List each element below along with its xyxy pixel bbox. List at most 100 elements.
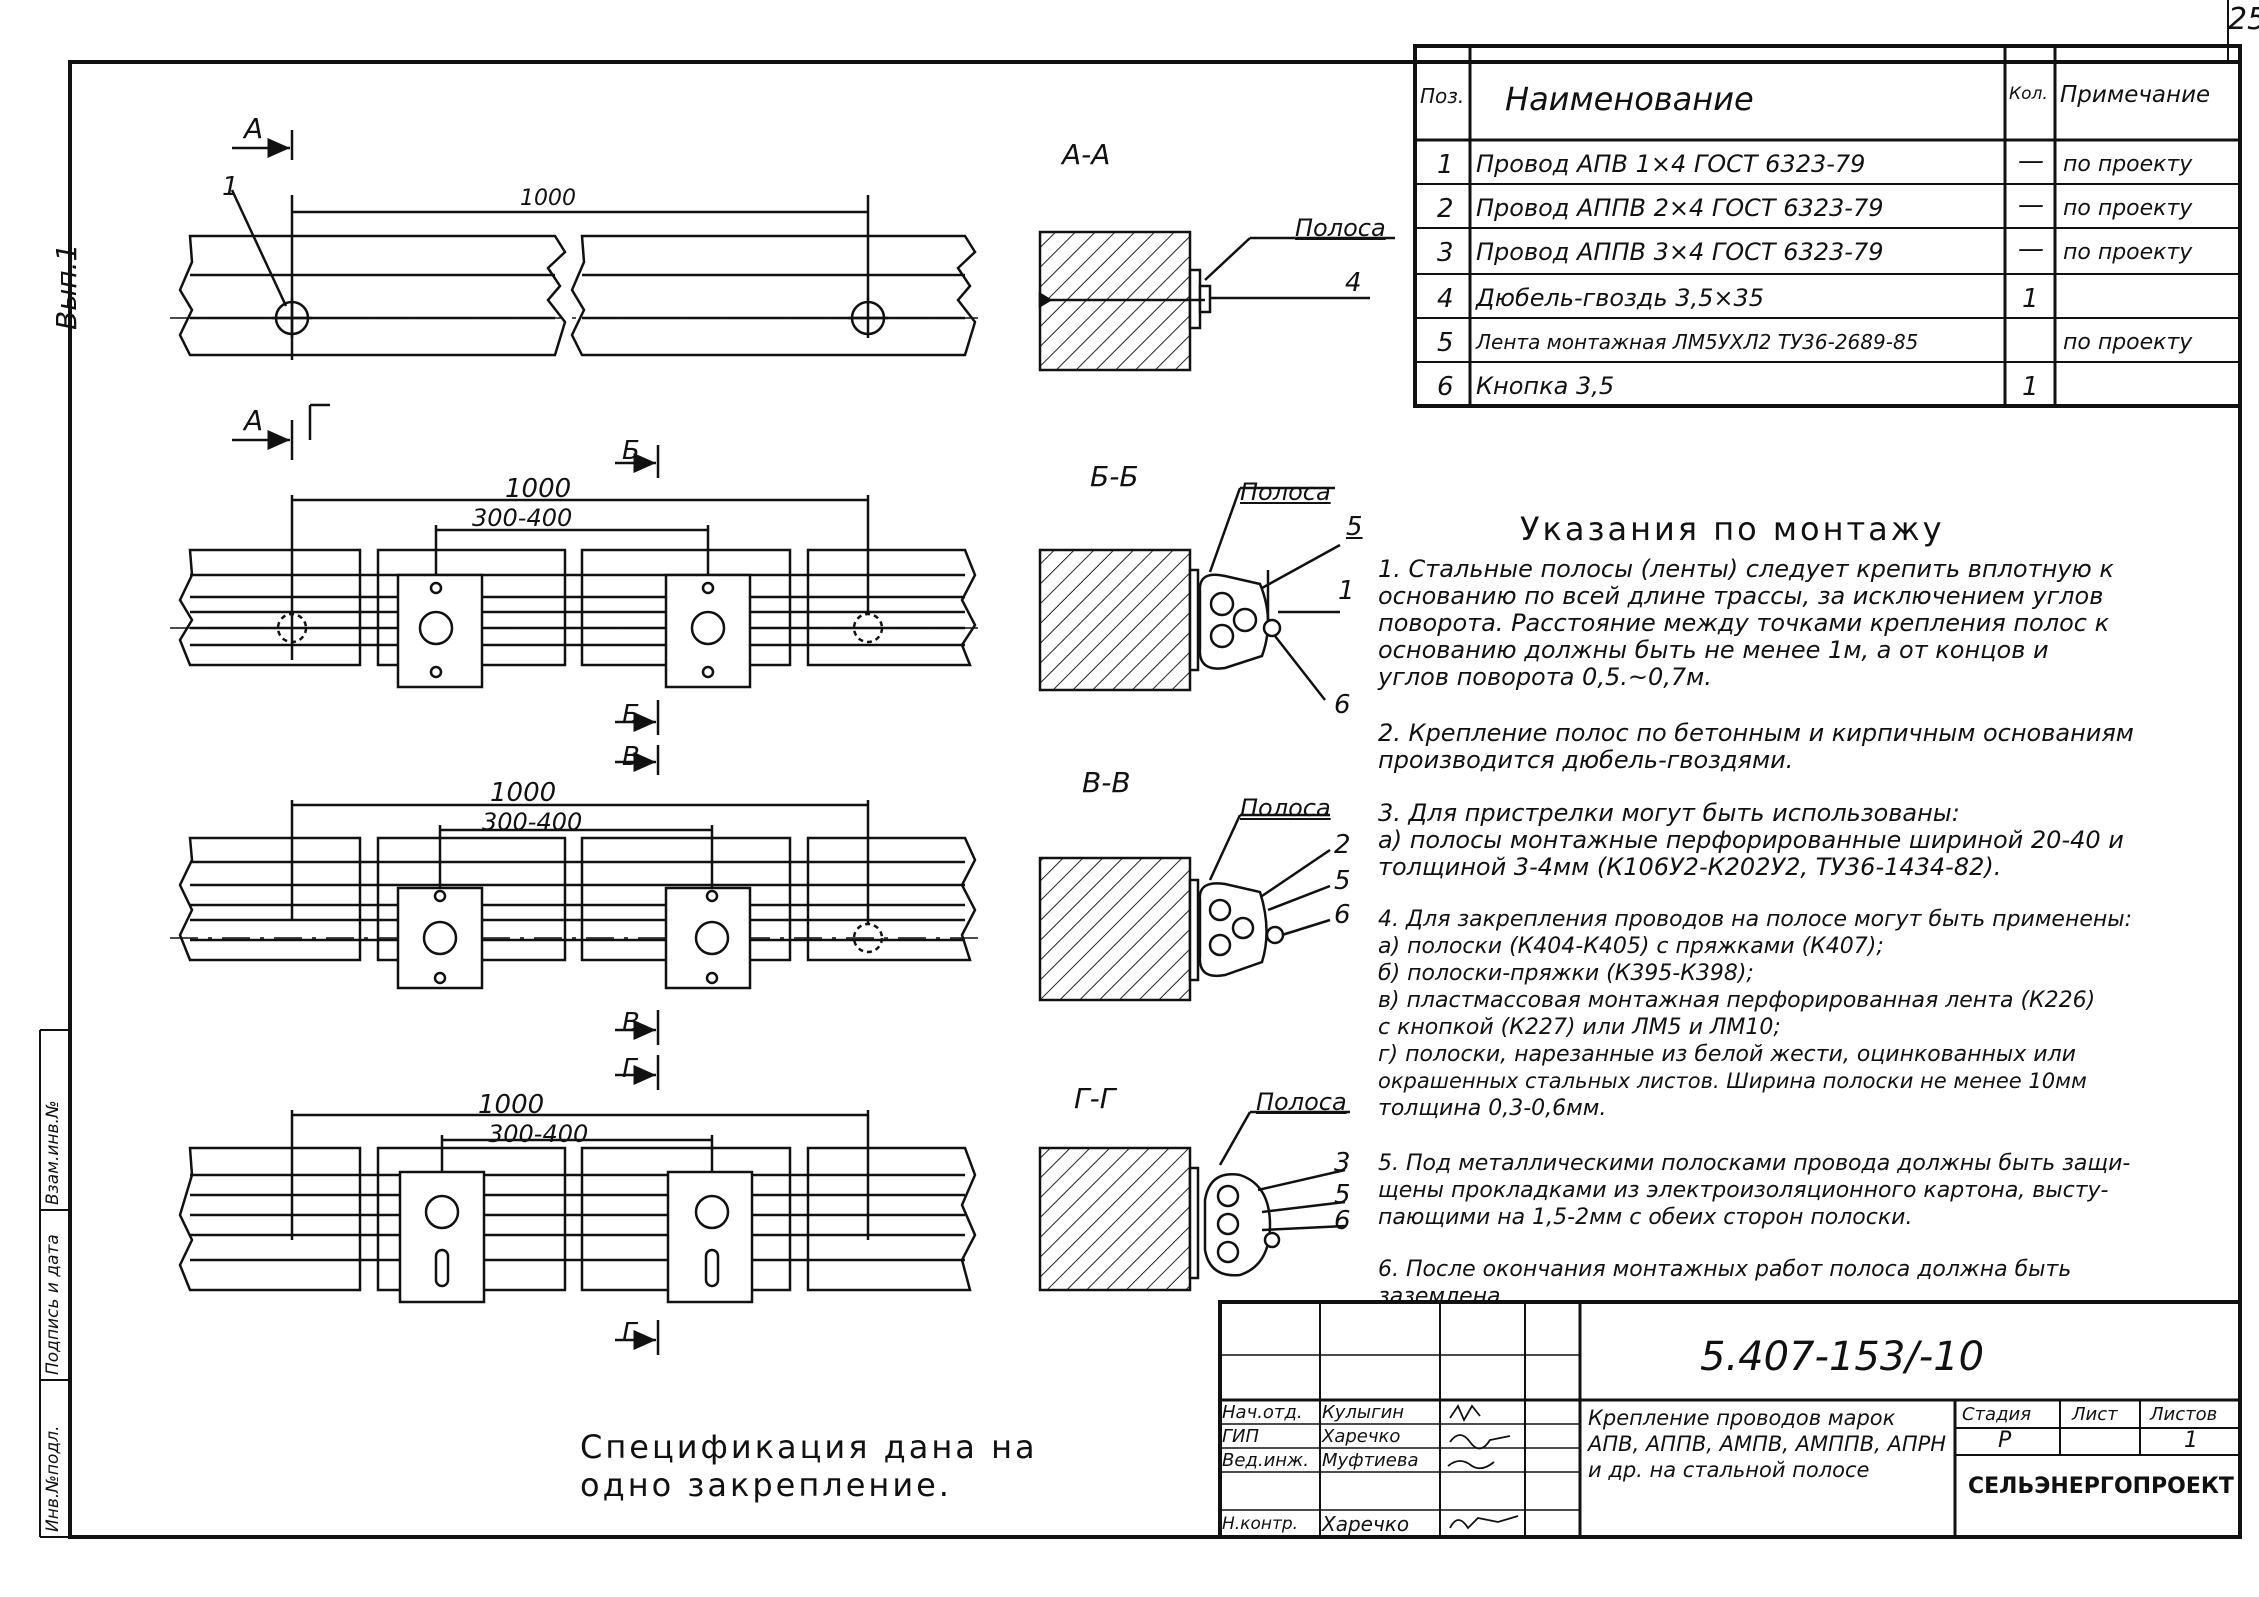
section-a-a [1038, 230, 1395, 372]
pos-1-label: 1 [222, 172, 239, 202]
instr-line-21: пающими на 1,5-2мм с обеих сторон полоск… [1378, 1205, 1913, 1230]
spec-row-2-qty: — [2018, 190, 2044, 220]
callout-g-6: 6 [1334, 1206, 1351, 1236]
spec-row-3-name: Провод АППВ 3×4 ГОСТ 6323-79 [1476, 238, 1884, 266]
callout-b-5: 5 [1346, 512, 1363, 542]
doc-code: 5.407-153/-10 [1700, 1334, 1985, 1380]
side-label: Вып.1 [50, 243, 83, 330]
instr-line-16: г) полоски, нарезанные из белой жести, о… [1378, 1042, 2076, 1067]
instr-line-17: окрашенных стальных листов. Ширина полос… [1378, 1069, 2087, 1093]
instr-line-15: с кнопкой (К227) или ЛМ5 и ЛМ10; [1378, 1015, 1781, 1040]
role-3: Вед.инж. [1222, 1450, 1309, 1471]
section-b-b [1038, 486, 1341, 701]
mark-g-bottom: Г [622, 1318, 637, 1348]
instr-line-2: основанию по всей длине трассы, за исклю… [1378, 582, 2104, 610]
mark-b-top: Б [622, 436, 640, 466]
name-1: Кулыгин [1322, 1402, 1405, 1423]
spec-row-6-pos: 6 [1437, 372, 1454, 402]
instr-line-20: щены прокладками из электроизоляционного… [1378, 1178, 2109, 1203]
spec-row-1-qty: — [2018, 146, 2044, 176]
spec-row-6-name: Кнопка 3,5 [1476, 372, 1615, 400]
instr-line-5: углов поворота 0,5.~0,7м. [1378, 663, 1712, 691]
role-4: Н.контр. [1222, 1514, 1299, 1534]
spec-row-3-note: по проекту [2063, 240, 2193, 265]
instr-line-7: производится дюбель-гвоздями. [1378, 746, 1794, 774]
cut-v-v: В-В [1082, 766, 1131, 799]
instr-line-4: основанию должны быть не менее 1м, а от … [1378, 636, 2049, 664]
dim-1000-a: 1000 [520, 186, 576, 211]
plan-view-g [178, 1055, 977, 1355]
instr-line-9: а) полосы монтажные перфорированные шири… [1378, 826, 2124, 854]
signatures [1447, 1404, 1519, 1530]
callout-v-6: 6 [1334, 900, 1351, 930]
cut-a-a: А-А [1062, 138, 1111, 171]
binding-label-3: Взам.инв.№ [43, 1100, 63, 1205]
org-name: СЕЛЬЭНЕРГОПРОЕКТ [1968, 1474, 2234, 1499]
mark-b-bottom: Б [622, 700, 640, 730]
stage-label: Стадия [1962, 1404, 2032, 1425]
instr-line-14: в) пластмассовая монтажная перфорированн… [1378, 988, 2096, 1013]
instr-line-8: 3. Для пристрелки могут быть использован… [1378, 799, 1960, 827]
instr-line-23: заземлена. [1378, 1284, 1508, 1309]
spec-row-2-note: по проекту [2063, 196, 2193, 221]
spec-header-qty: Кол. [2009, 84, 2048, 104]
spec-row-2-name: Провод АППВ 2×4 ГОСТ 6323-79 [1476, 194, 1884, 222]
strip-label-v: Полоса [1240, 794, 1331, 822]
role-2: ГИП [1222, 1426, 1260, 1447]
mark-g-top: Г [622, 1054, 637, 1084]
dim-1000-g: 1000 [478, 1090, 545, 1120]
mark-v-bottom: В [622, 1008, 640, 1038]
strip-label-b: Полоса [1240, 478, 1331, 506]
binding-label-2: Подпись и дата [43, 1234, 63, 1375]
instr-line-10: толщиной 3-4мм (К106У2-К202У2, ТУ36-1434… [1378, 853, 2002, 881]
spec-table-grid [1413, 44, 2242, 408]
callout-b-1: 1 [1338, 576, 1355, 606]
mark-v-top: В [622, 742, 640, 772]
callout-a-4: 4 [1345, 268, 1362, 298]
cut-b-b: Б-Б [1090, 460, 1139, 493]
sheet-label: Лист [2072, 1404, 2118, 1425]
spec-row-3-pos: 3 [1437, 238, 1454, 268]
plan-view-v [170, 745, 985, 1045]
spec-row-4-name: Дюбель-гвоздь 3,5×35 [1476, 284, 1765, 312]
name-3: Муфтиева [1322, 1450, 1419, 1471]
spec-note-line-2: одно закрепление. [580, 1466, 952, 1504]
role-1: Нач.отд. [1222, 1402, 1303, 1423]
dim-1000-b: 1000 [505, 474, 572, 504]
spec-row-4-qty: 1 [2022, 284, 2039, 314]
instr-line-18: толщина 0,3-0,6мм. [1378, 1096, 1607, 1121]
spec-header-pos: Поз. [1420, 84, 1465, 108]
plan-view-b [170, 445, 985, 735]
instructions-title: Указания по монтажу [1520, 510, 1945, 548]
strip-label-a: Полоса [1295, 214, 1386, 242]
callout-v-5: 5 [1334, 866, 1351, 896]
spec-row-1-note: по проекту [2063, 152, 2193, 177]
stage-value: Р [1998, 1428, 2012, 1453]
spec-row-1-name: Провод АПВ 1×4 ГОСТ 6323-79 [1476, 150, 1866, 178]
sheet-number: 25 [2228, 2, 2259, 37]
title-line-3: и др. на стальной полосе [1588, 1458, 1870, 1482]
callout-g-5: 5 [1334, 1180, 1351, 1210]
sheets-label: Листов [2150, 1404, 2218, 1425]
cut-g-g: Г-Г [1074, 1082, 1116, 1115]
spec-header-name: Наименование [1505, 80, 1754, 118]
spec-row-6-qty: 1 [2022, 372, 2039, 402]
dim-300-400-v: 300-400 [482, 808, 583, 836]
title-block-grid [1218, 1300, 2242, 1539]
spec-row-5-pos: 5 [1437, 328, 1454, 358]
section-g-g [1038, 1110, 1350, 1292]
spec-header-note: Примечание [2060, 82, 2211, 108]
plan-view-a [170, 130, 985, 460]
instr-line-13: б) полоски-пряжки (К395-К398); [1378, 961, 1754, 986]
dim-300-400-b: 300-400 [472, 504, 573, 532]
sheet-frame [39, 0, 2242, 1539]
spec-row-5-name: Лента монтажная ЛМ5УХЛ2 ТУ36-2689-85 [1476, 330, 1919, 354]
spec-note-line-1: Спецификация дана на [580, 1428, 1038, 1466]
callout-v-2: 2 [1334, 830, 1351, 860]
instr-line-11: 4. Для закрепления проводов на полосе мо… [1378, 907, 2133, 932]
spec-row-3-qty: — [2018, 234, 2044, 264]
spec-row-4-pos: 4 [1437, 284, 1454, 314]
title-line-2: АПВ, АППВ, АМПВ, АМППВ, АПРН [1588, 1432, 1947, 1456]
spec-row-1-pos: 1 [1437, 150, 1454, 180]
